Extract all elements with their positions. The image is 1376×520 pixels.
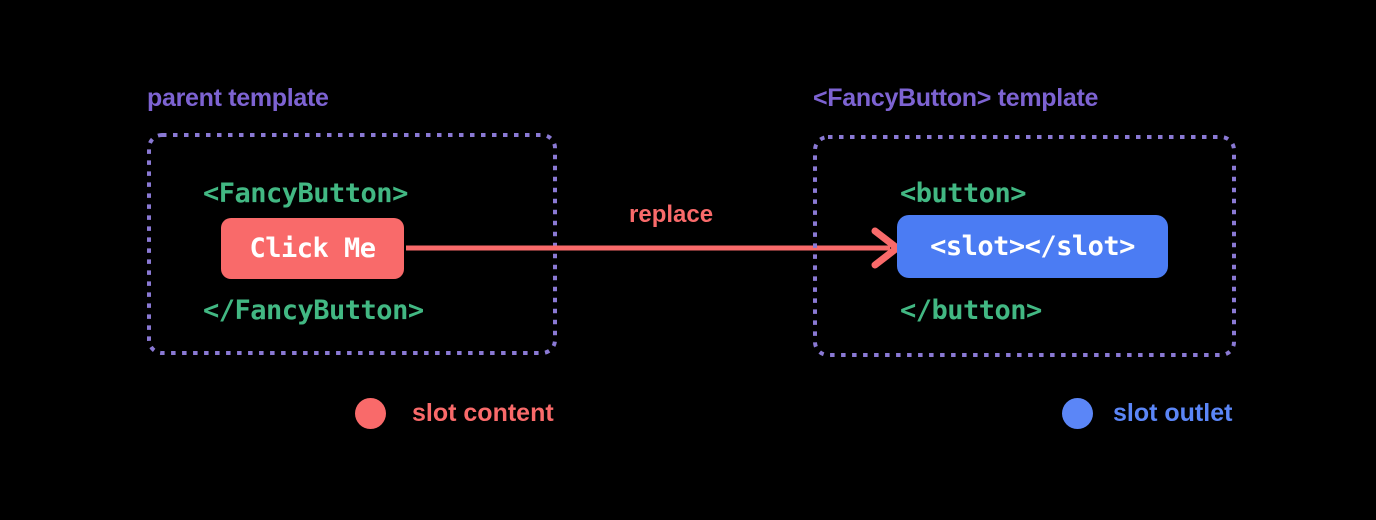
fancybutton-template-box: <button> <slot></slot> </button> xyxy=(813,135,1236,357)
dashed-border xyxy=(147,133,557,355)
fancybutton-template-label: <FancyButton> template xyxy=(813,84,1099,112)
button-open-tag: <button> xyxy=(900,178,1027,209)
click-me-button: Click Me xyxy=(221,218,404,279)
slot-content-dot-icon xyxy=(355,398,386,429)
legend-slot-content-label: slot content xyxy=(412,399,554,427)
fancybutton-close-tag: </FancyButton> xyxy=(203,295,424,326)
slot-outlet-chip: <slot></slot> xyxy=(897,215,1168,278)
slot-outlet-dot-icon xyxy=(1062,398,1093,429)
fancybutton-open-tag: <FancyButton> xyxy=(203,178,408,209)
legend-slot-outlet-label: slot outlet xyxy=(1113,399,1233,427)
legend-slot-outlet: slot outlet xyxy=(1062,398,1232,429)
replace-label: replace xyxy=(629,201,714,228)
legend-slot-content: slot content xyxy=(355,398,554,429)
parent-template-label: parent template xyxy=(147,84,329,112)
parent-template-box: <FancyButton> Click Me </FancyButton> xyxy=(147,133,557,355)
button-close-tag: </button> xyxy=(900,295,1042,326)
dashed-border xyxy=(813,135,1236,357)
